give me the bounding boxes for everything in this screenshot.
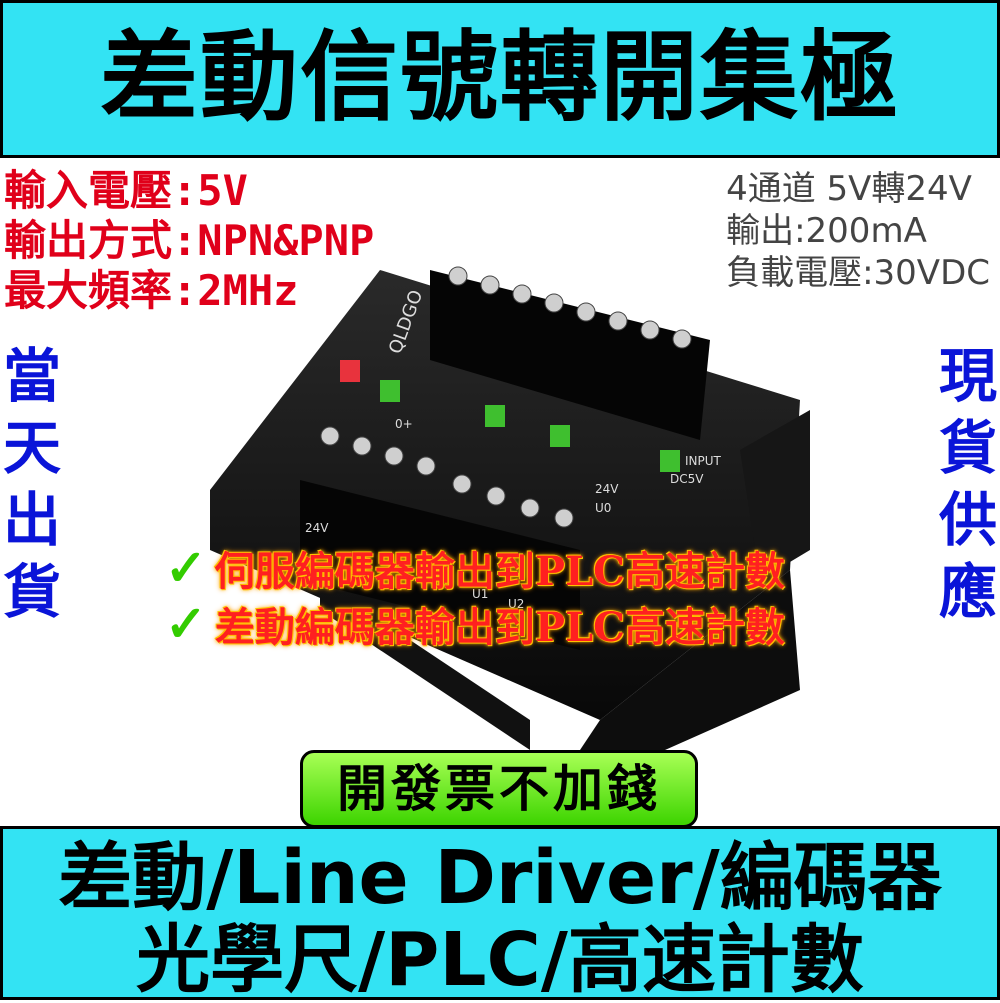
u0-silkscreen: U0 [595,501,611,515]
feature-servo-encoder: ✓伺服編碼器輸出到PLC高速計數 [165,538,785,597]
dc5v-silkscreen: DC5V [670,472,704,486]
same-day-shipping-label: 當 天 出 貨 [0,340,64,628]
feature-text: 差動編碼器輸出到PLC高速計數 [214,604,785,651]
side-right-char: 貨 [938,414,997,482]
checkmark-icon: ✓ [165,538,207,597]
in-stock-label: 現 貨 供 應 [936,340,1000,628]
power-led [340,360,360,382]
side-left-char: 貨 [2,558,61,626]
footer-line-1: 差動/Line Driver/編碼器 [58,835,942,921]
title-banner: 差動信號轉開集極 [0,0,1000,158]
din-rail-clip [320,580,530,750]
top-terminal-block [430,270,710,440]
side-right-char: 現 [938,342,997,410]
checkmark-icon: ✓ [165,594,207,653]
zero-plus-silkscreen: 0+ [395,417,413,431]
product-image: QLDGO INPUT DC5V 24V U0 U1 U2 0+ 24V [210,266,810,770]
channel-led [660,450,680,472]
input-silkscreen: INPUT [685,454,722,468]
footer-line-2: 光學尺/PLC/高速計數 [136,917,864,1003]
channel-led [485,405,505,427]
spec-input-voltage: 輸入電壓:5V [4,166,248,215]
u1-silkscreen: U1 [472,587,488,601]
enclosure-side [580,570,800,770]
spec-load-voltage: 負載電壓:30VDC [726,253,990,293]
invoice-badge-label: 開發票不加錢 [337,760,661,818]
side-left-char: 天 [2,414,61,482]
feature-differential-encoder: ✓差動編碼器輸出到PLC高速計數 [165,594,785,653]
right-side-rail [740,410,810,580]
side-left-char: 當 [2,342,61,410]
spec-max-frequency: 最大頻率:2MHz [4,266,299,315]
spec-output-type: 輸出方式:NPN&PNP [4,216,375,265]
side-right-char: 供 [938,486,997,554]
page-title: 差動信號轉開集極 [99,21,900,135]
footer-banner: 差動/Line Driver/編碼器 光學尺/PLC/高速計數 [0,826,1000,1003]
spec-output-current: 輸出:200mA [726,211,927,251]
top-screws [448,266,692,349]
channel-led [550,425,570,447]
v24-silkscreen: 24V [595,482,619,496]
spec-list-right: 4通道 5V轉24V 輸出:200mA 負載電壓:30VDC [726,168,990,294]
invoice-badge: 開發票不加錢 [300,750,698,828]
channel-led [380,380,400,402]
feature-text: 伺服編碼器輸出到PLC高速計數 [214,548,785,595]
u2-silkscreen: U2 [508,597,524,611]
bottom-screws [320,426,574,528]
v24-terminal-silkscreen: 24V [305,521,329,535]
bottom-terminal-block [300,480,580,650]
side-right-char: 應 [938,558,997,626]
side-left-char: 出 [2,486,61,554]
spec-channels: 4通道 5V轉24V [726,169,972,209]
spec-list-left: 輸入電壓:5V 輸出方式:NPN&PNP 最大頻率:2MHz [4,166,374,316]
